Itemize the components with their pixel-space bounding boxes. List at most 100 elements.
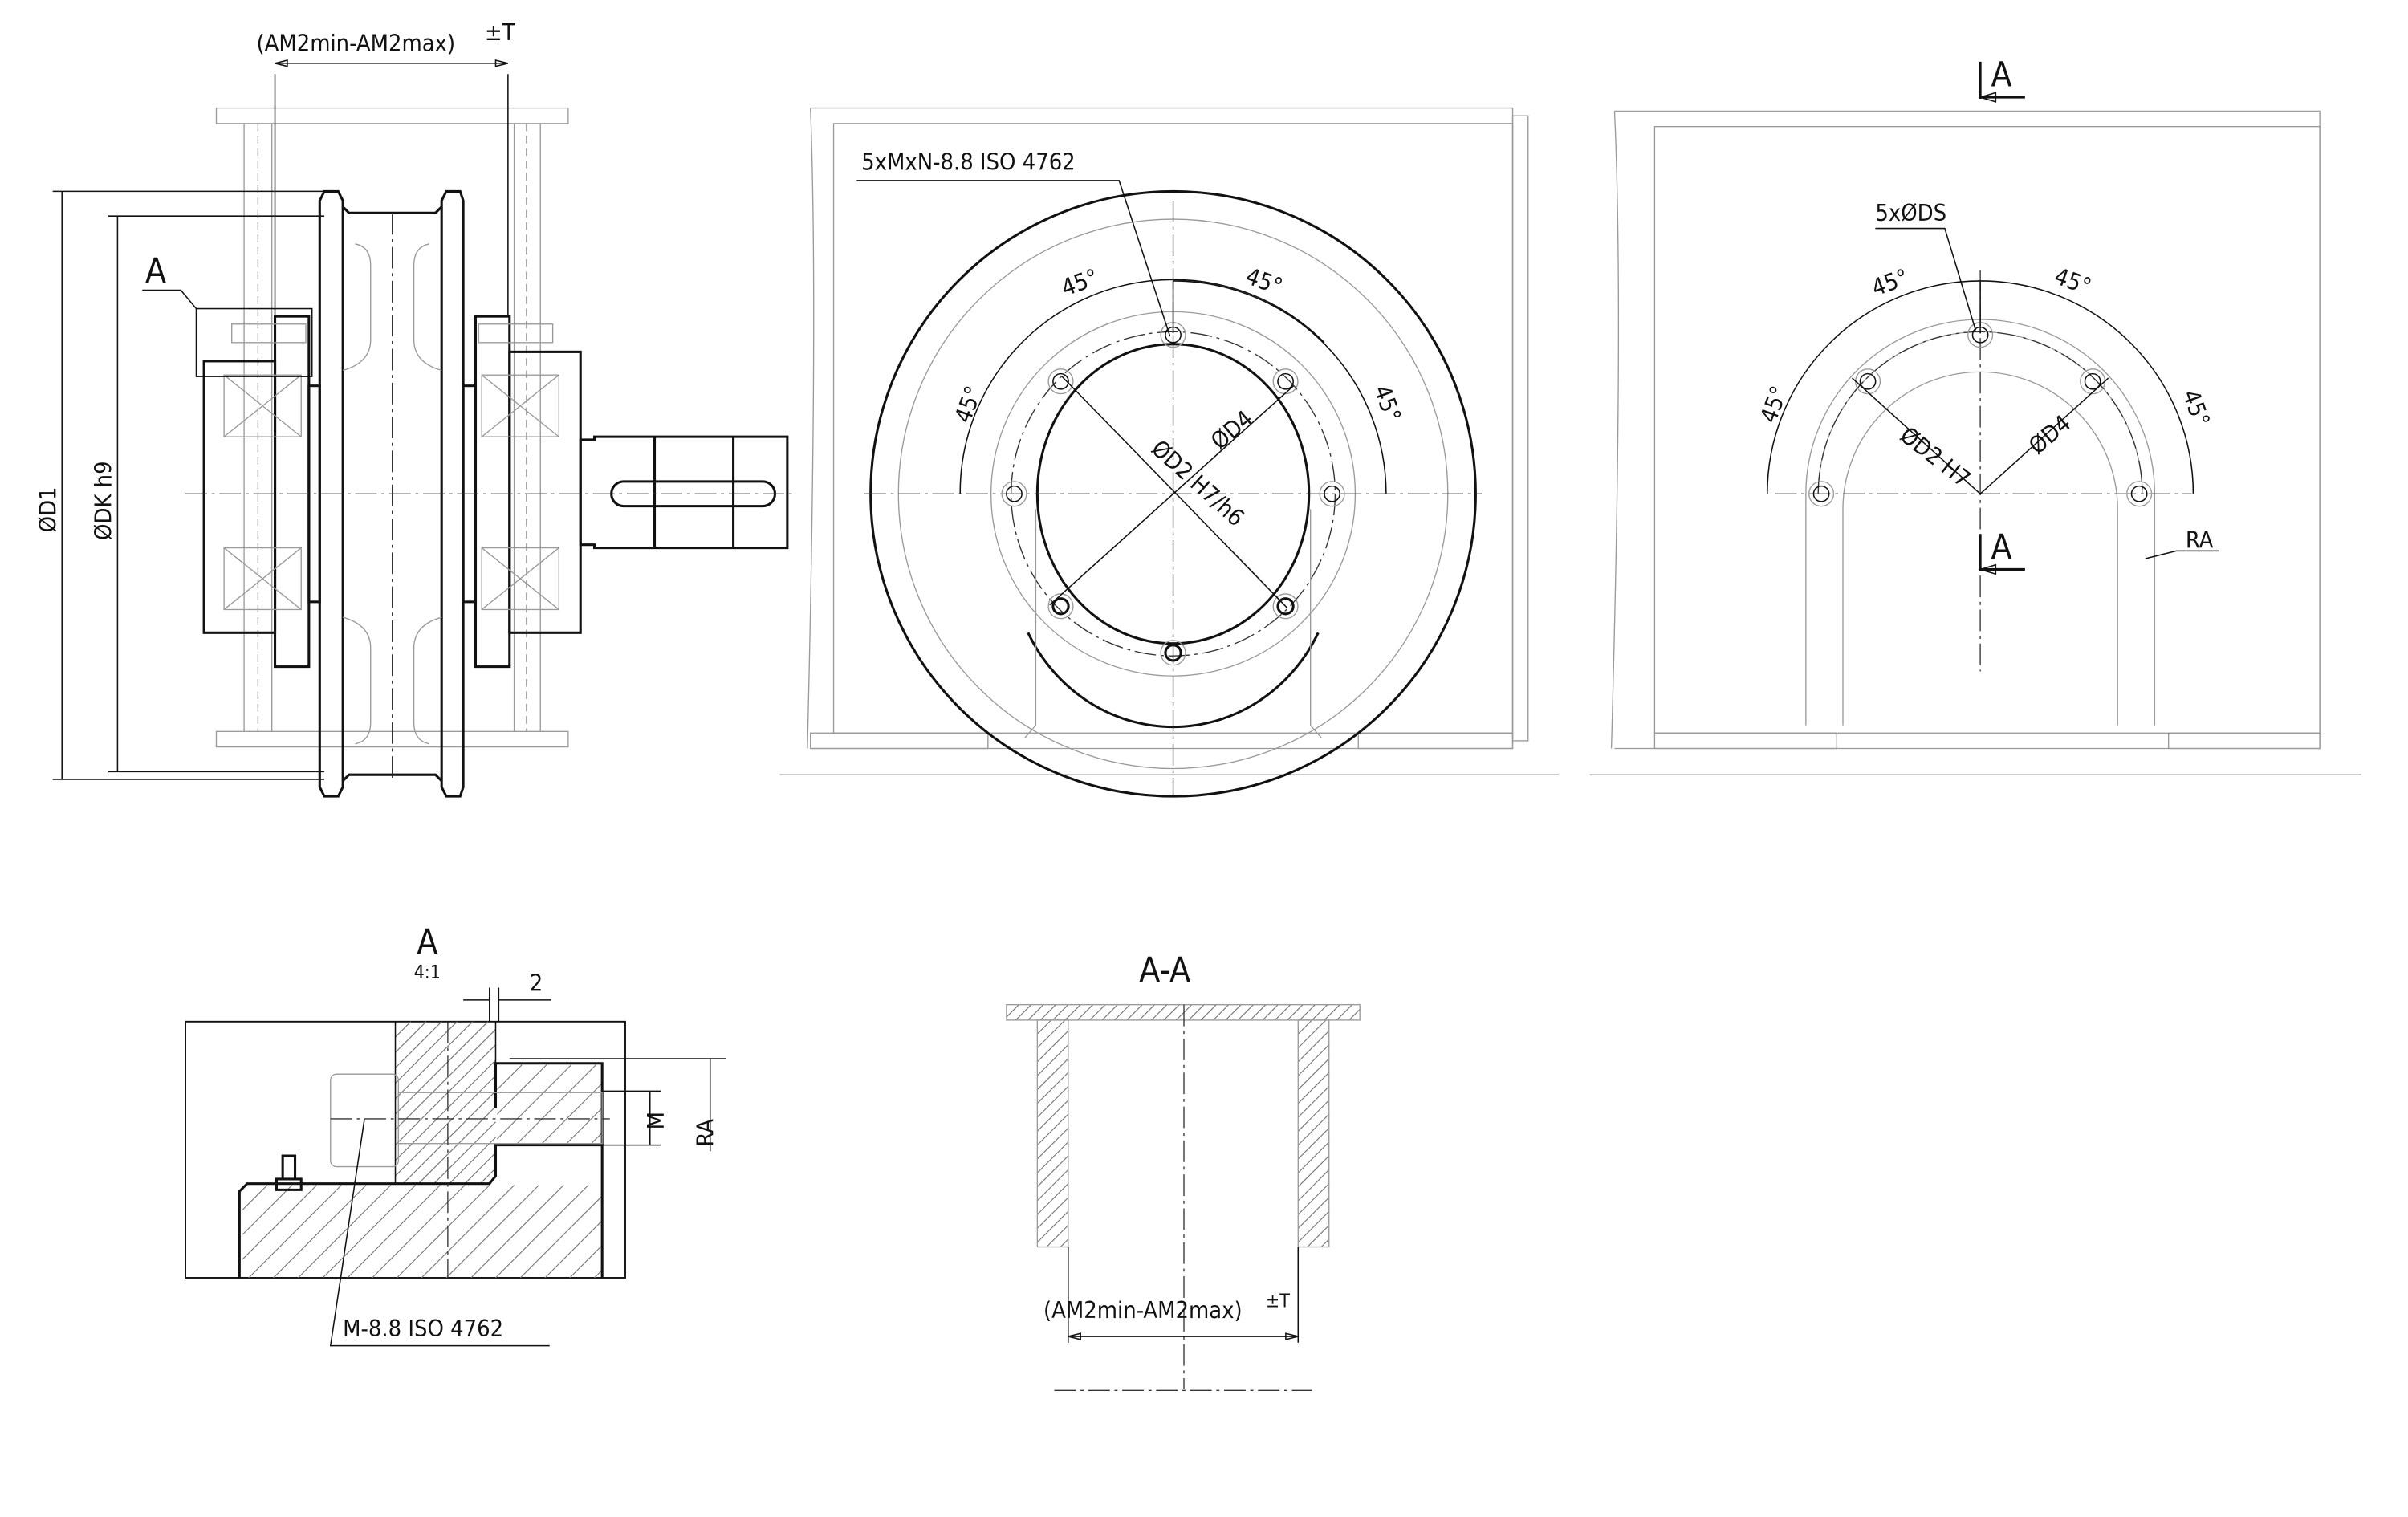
hatch-line <box>397 1185 490 1279</box>
hatch-line <box>1064 1004 1081 1021</box>
hatch-line <box>539 1083 603 1146</box>
hatch-line <box>1039 1004 1056 1021</box>
hatch-line <box>1036 1058 1069 1090</box>
hatch-line <box>1036 1019 1066 1048</box>
hatch-line <box>1320 1238 1330 1247</box>
hatch-line <box>449 1137 496 1185</box>
gap-dim: 2 <box>530 969 543 996</box>
hatch-line <box>497 1064 523 1090</box>
bolt-hole <box>1272 593 1299 620</box>
bolt-hole <box>1808 481 1835 507</box>
hatch-line <box>495 1185 589 1279</box>
hatch-line <box>297 1185 392 1279</box>
hatch-line <box>1036 1086 1069 1118</box>
hatch-line <box>1101 1004 1118 1021</box>
hatch-line <box>1348 1009 1361 1021</box>
hatch-line <box>1297 1128 1330 1160</box>
angle-label: 45° <box>949 382 987 426</box>
bolt-hole <box>1001 481 1027 507</box>
hatch-line <box>1089 1004 1106 1021</box>
width-dim-label: (AM2min-AM2max) <box>1043 1296 1243 1324</box>
hatch-line <box>519 1195 603 1279</box>
hatch-line <box>1297 1169 1330 1202</box>
hatch-line <box>395 1021 458 1084</box>
hatch-line <box>1036 1197 1069 1229</box>
hatch-line <box>1336 1004 1352 1021</box>
hatch-line <box>1114 1004 1131 1021</box>
hatch-line <box>1046 1225 1069 1247</box>
hatch-line <box>1076 1004 1093 1021</box>
hatch-line <box>594 1269 603 1279</box>
hatch-line <box>1297 1072 1330 1104</box>
section-mark-top: A <box>1991 55 2012 95</box>
hatch-line <box>273 1185 367 1279</box>
right-housing <box>508 350 582 634</box>
hatch-line <box>564 1108 603 1146</box>
hatch-line <box>1250 1004 1267 1021</box>
hatch-line <box>1225 1004 1242 1021</box>
hatch-line <box>1297 1100 1330 1132</box>
bolt-callout: 5xMxN-8.8 ISO 4762 <box>861 148 1076 175</box>
hatch-line <box>395 1021 489 1115</box>
hatch-line <box>322 1185 416 1279</box>
dia-dk-label: ØDK h9 <box>90 461 117 540</box>
bolt-hole <box>2126 481 2153 507</box>
hatch-line <box>1297 1183 1330 1215</box>
hatch-line <box>569 1245 603 1279</box>
left-housing <box>202 360 277 634</box>
bolt-hole <box>1047 368 1074 395</box>
hatch-line <box>1015 1004 1032 1021</box>
hatch-line <box>1307 1225 1330 1247</box>
hatch-line <box>1297 1030 1330 1063</box>
hatch-line <box>1027 1004 1044 1021</box>
hatch-line <box>1200 1004 1217 1021</box>
hatch-line <box>347 1185 441 1279</box>
hatch-line <box>479 1168 496 1185</box>
hatch-line <box>1036 1141 1069 1173</box>
hatch-line <box>395 1075 496 1177</box>
width-dim-label: (AM2min-AM2max) <box>256 29 455 56</box>
hatch-line <box>1036 1183 1069 1215</box>
hatch-line <box>1036 1128 1069 1160</box>
hatch-line <box>1163 1004 1180 1021</box>
angle-label: 45° <box>1058 263 1102 302</box>
hatch-line <box>242 1185 317 1260</box>
detail-a-frame <box>195 307 313 377</box>
hatch-line <box>1006 1004 1019 1018</box>
hatch-line <box>1036 1113 1069 1146</box>
left-mount-plate <box>274 315 311 669</box>
section-mark-bottom: A <box>1991 527 2012 567</box>
hatch-line <box>395 1021 427 1053</box>
hatch-line <box>1213 1004 1230 1021</box>
wheel-right-flange <box>440 189 465 798</box>
hatch-line <box>1297 1086 1330 1118</box>
hatch-line <box>1297 1197 1330 1229</box>
detail-scale: 4:1 <box>414 962 441 983</box>
hatch-line <box>1237 1004 1254 1021</box>
hatch-line <box>1036 1072 1069 1104</box>
section-aa-view: A-A (AM2min-AM2max) ±T <box>1006 950 1361 1392</box>
hatch-line <box>1297 1210 1330 1243</box>
hatch-line <box>395 1029 496 1130</box>
hatch-line <box>470 1185 564 1279</box>
angle-label: 45° <box>1369 381 1407 425</box>
hatch-line <box>1052 1004 1069 1021</box>
width-tolerance: ±T <box>485 18 515 46</box>
angle-label: 45° <box>2051 262 2095 300</box>
hatch-line <box>497 1064 547 1115</box>
bolt-hole <box>1047 593 1074 620</box>
detail-ref-label: A <box>145 251 166 291</box>
hatch-line <box>1297 1044 1330 1076</box>
side-view: A (AM2min-AM2max) ±T ØD1 ØDK h9 <box>35 18 795 798</box>
hatch-line <box>395 1021 474 1100</box>
dim-ra-label: RA <box>692 1119 719 1147</box>
hatch-line <box>1299 1004 1316 1021</box>
hatch-line <box>417 1106 496 1185</box>
dim-m-label: M <box>642 1112 669 1129</box>
shaft <box>579 435 789 550</box>
section-title: A-A <box>1139 950 1190 990</box>
hatch-line <box>421 1185 515 1279</box>
hatch-line <box>1262 1004 1279 1021</box>
hatch-line <box>544 1220 603 1279</box>
hatch-line <box>1312 1004 1328 1021</box>
